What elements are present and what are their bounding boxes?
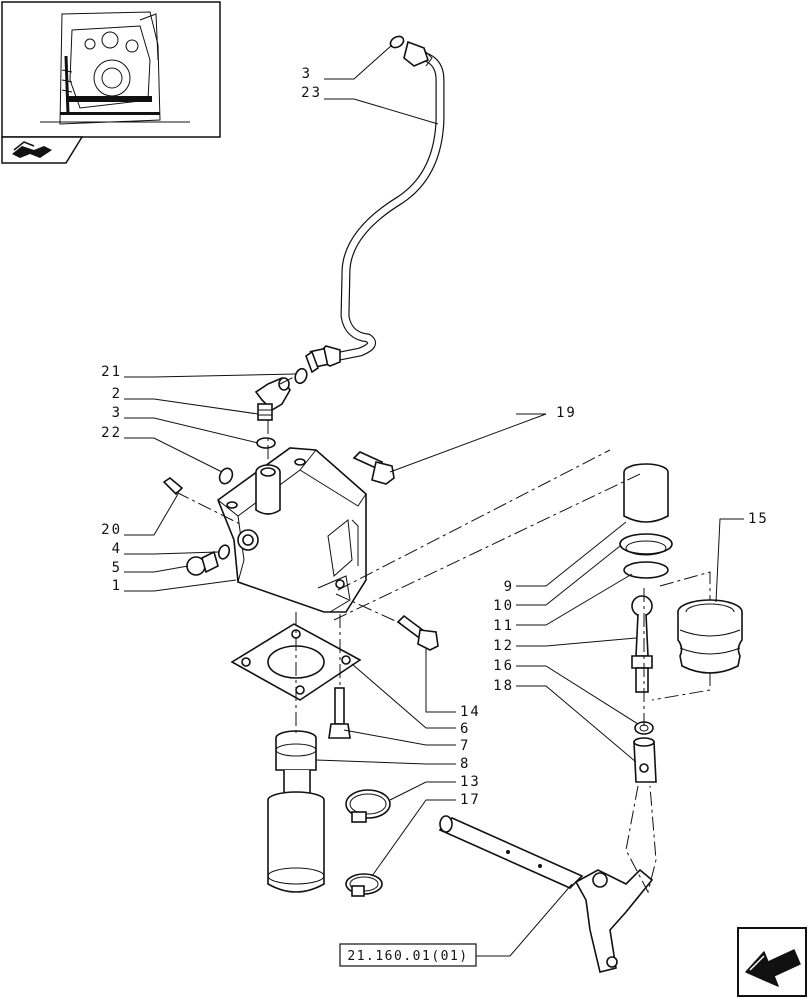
callout-1: 1 [112,578,122,594]
reference-link[interactable]: 21.160.01(01) [339,943,477,967]
centerlines [175,375,711,894]
callout-20: 20 [101,522,122,538]
callout-18: 18 [493,678,514,694]
clevis-18 [633,737,657,783]
ring-10 [619,533,673,556]
o-ring-3-mid [256,437,276,449]
book-icon [12,141,52,158]
callout-9: 9 [504,579,514,595]
boot-15 [677,599,743,674]
callout-19: 19 [556,405,577,421]
o-ring-21 [294,367,308,385]
navigate-button[interactable] [737,927,807,997]
screw-7 [328,687,351,739]
callout-11: 11 [493,618,514,634]
callout-3: 3 [112,405,122,421]
piston-8 [267,730,325,893]
callout-12: 12 [493,638,514,654]
plug-5 [186,550,219,576]
o-ring-3-top [389,35,405,49]
washer-4 [217,544,231,560]
tractor-locator-icon [40,11,190,125]
cap-9 [623,463,669,523]
callout-7: 7 [460,738,470,754]
callout-3: 3 [302,66,312,82]
callout-4: 4 [112,541,122,557]
callout-21: 21 [101,364,122,380]
hydraulic-pipe [305,40,445,374]
callout-16: 16 [493,658,514,674]
arrow-navigate-icon [745,949,801,987]
callout-6: 6 [460,721,470,737]
callout-22: 22 [101,425,122,441]
reference-code: 21.160.01(01) [347,949,468,964]
callout-labels: 3 23 21 2 3 22 19 20 4 5 1 9 10 11 12 16… [101,66,769,808]
callout-13: 13 [460,774,481,790]
bolt-19 [352,451,395,485]
callout-2: 2 [112,386,122,402]
elbow-fitting-2 [254,377,291,421]
valve-body-1 [217,447,367,613]
callout-14: 14 [460,704,481,720]
callout-10: 10 [493,598,514,614]
pin-20 [162,477,184,496]
o-ring-11 [623,561,669,579]
callout-15: 15 [748,511,769,527]
lever-shaft [438,815,654,973]
book-tab[interactable] [1,136,84,164]
callout-23: 23 [301,85,322,101]
locator-thumbnail[interactable] [1,1,221,138]
o-ring-22 [218,467,234,485]
ball-rod-12 [631,595,653,693]
callout-5: 5 [112,560,122,576]
clamp-17 [345,873,383,897]
leader-lines [124,44,744,957]
clamp-13 [345,789,391,823]
bolt-14 [396,614,439,651]
callout-17: 17 [460,792,481,808]
callout-8: 8 [460,756,470,772]
